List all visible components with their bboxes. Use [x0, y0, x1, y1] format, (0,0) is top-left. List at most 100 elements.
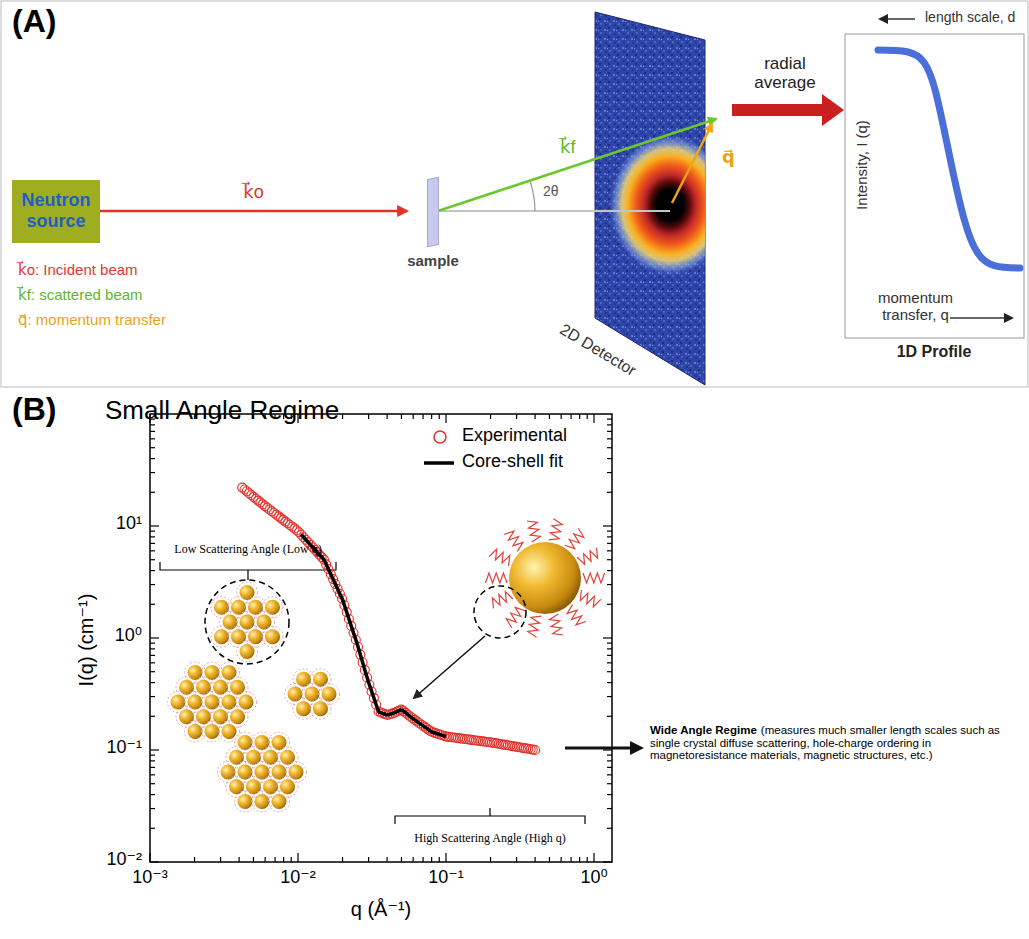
tick: [150, 431, 155, 432]
chain: [527, 521, 541, 542]
pointer-arrow: [414, 636, 485, 698]
particle: [240, 644, 255, 659]
beam-connector: [100, 210, 407, 213]
tick: [150, 755, 155, 756]
tick: [561, 857, 562, 862]
tick: [607, 570, 612, 571]
tick: [387, 414, 388, 419]
shell-halo: [219, 721, 240, 742]
tick: [150, 774, 155, 775]
tick: [291, 857, 292, 862]
tick: [607, 655, 612, 656]
chain: [549, 614, 563, 635]
tick: [607, 431, 612, 432]
tick: [431, 414, 432, 419]
radial-average-arrow: [732, 94, 844, 126]
scattering-rings: [608, 133, 732, 277]
tick: [549, 414, 550, 419]
tick: [607, 559, 612, 560]
chain: [528, 616, 542, 637]
tick: [265, 857, 266, 862]
particle: [214, 629, 229, 644]
tick: [253, 857, 254, 862]
tick-label: 10⁰: [580, 868, 607, 888]
tick-label: 10¹: [116, 514, 142, 534]
tick: [561, 414, 562, 419]
tick-label: 10⁰: [115, 626, 142, 646]
chain: [489, 549, 510, 566]
axis-title: I(q) (cm⁻¹): [75, 594, 97, 687]
chain: [580, 590, 601, 607]
shell-halo: [211, 626, 232, 647]
axis-title: Intensity, I (q): [854, 120, 871, 210]
tick: [549, 857, 550, 862]
tick-label: 10⁻²: [106, 850, 142, 870]
particle-clusters: [168, 582, 340, 812]
shell-halo: [310, 698, 331, 719]
tick: [220, 857, 221, 862]
tick: [607, 682, 612, 683]
axis-title: momentum transfer, q: [858, 290, 973, 323]
sample-plate: sample: [407, 178, 459, 269]
tick: [342, 414, 343, 419]
tick: [274, 857, 275, 862]
vector-label: k⃗f: [560, 138, 575, 158]
shell-halo: [293, 698, 314, 719]
tick: [593, 853, 594, 862]
zoom-circle: [474, 586, 526, 638]
tick: [607, 458, 612, 459]
tick: [150, 767, 155, 768]
tick: [603, 525, 612, 526]
particle: [255, 794, 270, 809]
tick: [490, 414, 491, 419]
chain: [485, 573, 507, 583]
tick: [413, 414, 414, 419]
tick: [150, 584, 155, 585]
panel-letter: (B): [12, 392, 56, 427]
panel-title: Small Angle Regime: [105, 396, 339, 425]
tick: [607, 550, 612, 551]
tick: [607, 447, 612, 448]
angle-label: 2θ: [543, 184, 559, 199]
tick: [587, 414, 588, 419]
shell-halo: [202, 721, 223, 742]
node-text: Neutron source: [16, 190, 96, 231]
direct-beam: [438, 210, 670, 212]
tick: [283, 857, 284, 862]
particle: [265, 629, 280, 644]
tick: [607, 643, 612, 644]
momentum-vector: [672, 124, 712, 203]
tick: [150, 536, 155, 537]
tick: [603, 861, 612, 862]
range-label: Low Scattering Angle (Low q): [174, 543, 321, 556]
tick: [150, 550, 155, 551]
tick: [607, 472, 612, 473]
tick: [516, 857, 517, 862]
tick: [607, 584, 612, 585]
tick: [603, 749, 612, 750]
key-text: k⃗o: Incident beam: [18, 262, 138, 279]
tick-label: 10⁻¹: [428, 868, 464, 888]
tick: [150, 643, 155, 644]
tick: [368, 857, 369, 862]
tick: [607, 424, 612, 425]
tick: [150, 438, 155, 439]
tick: [607, 543, 612, 544]
tick: [607, 671, 612, 672]
tick: [150, 828, 155, 829]
key-text: q⃗: momentum transfer: [18, 312, 166, 329]
tick: [607, 662, 612, 663]
tick: [239, 857, 240, 862]
tick: [607, 755, 612, 756]
source-box: Neutron source: [12, 180, 100, 243]
chain: [504, 531, 523, 551]
tick: [368, 414, 369, 419]
chain: [577, 548, 598, 565]
tick: [516, 414, 517, 419]
tick: [150, 637, 159, 638]
tick: [607, 808, 612, 809]
vector-label: q⃗: [722, 148, 735, 168]
shell-halo: [252, 791, 273, 812]
tick: [570, 414, 571, 419]
